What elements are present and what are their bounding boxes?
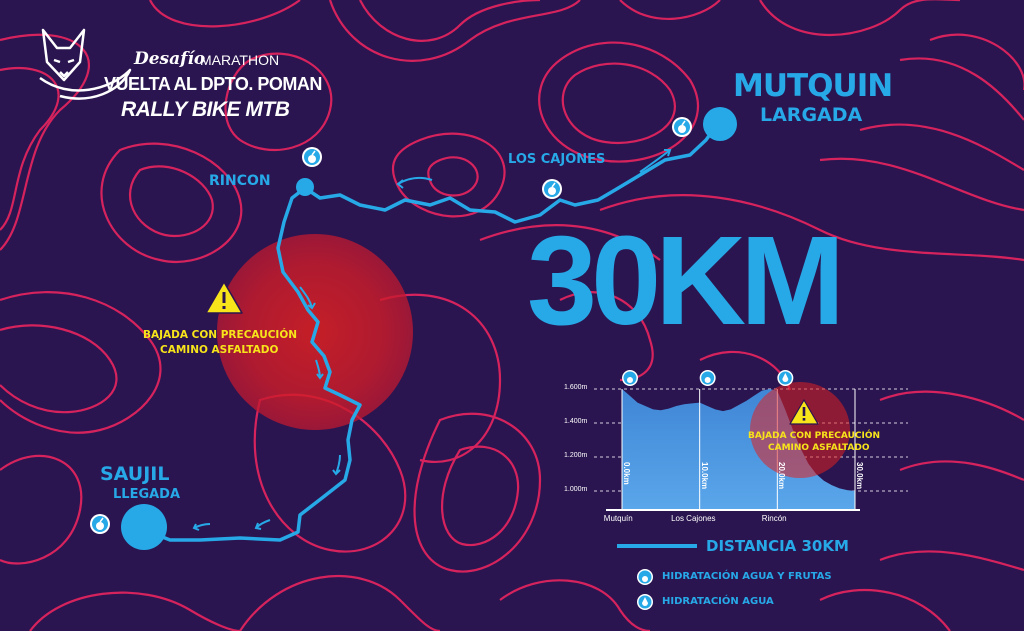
water-stop-icon [777,370,794,386]
rincon-point [296,178,314,196]
start-name: MUTQUIN [733,68,893,104]
start-point [703,107,737,141]
y-tick-label: 1.400m [564,418,588,425]
km-label: 20.0km [777,462,787,490]
fruit-stop-icon [699,370,716,386]
brand-event-name: RALLY BIKE MTB [121,98,290,121]
place-label: Rincón [761,514,787,523]
hydration-fruit-icon [542,179,562,199]
elevation-stop-icons [622,370,794,386]
km-label: 0.0km [622,462,631,485]
profile-warning-icon [789,399,819,425]
elevation-area [622,389,855,509]
y-tick-label: 1.600m [564,384,588,391]
hydration-fruit-icon [302,147,322,167]
distance-headline: 30KM [527,210,845,351]
legend-distance: DISTANCIA 30KM [706,537,849,555]
y-tick-label: 1.000m [564,486,588,493]
place-label: Mutquín [603,514,633,523]
brand-desafio: Desafío [134,49,206,69]
finish-name: SAUJIL [100,463,170,485]
waypoint-rincon-label: RINCON [209,173,271,189]
brand-marathon: MARATHON [200,52,280,68]
profile-warning-line1: BAJADA CON PRECAUCIÓN [748,431,881,441]
legend-water: HIDRATACIÓN AGUA [662,596,774,607]
km-label: 30.0km [855,462,864,490]
map-warning-line2: CAMINO ASFALTADO [160,344,279,356]
elevation-markers [621,389,856,510]
hydration-fruit-icon [90,514,110,534]
legend-water-icon [637,594,653,610]
km-label: 10.0km [699,462,709,490]
place-label: Los Cajones [671,514,716,523]
warning-icon [205,281,243,314]
map-warning-line1: BAJADA CON PRECAUCIÓN [143,329,298,341]
start-label: LARGADA [760,104,863,126]
finish-label: LLEGADA [113,487,181,502]
elevation-chart [594,370,908,511]
legend-water-fruit: HIDRATACIÓN AGUA Y FRUTAS [662,571,832,582]
route-path [138,124,718,542]
fox-logo [39,28,132,100]
y-tick-label: 1.200m [564,452,588,459]
brand-subtitle: VUELTA AL DPTO. POMAN [104,74,322,94]
profile-danger-zone [750,382,850,478]
direction-arrows [192,149,672,531]
finish-point [121,504,167,550]
waypoint-cajones-label: LOS CAJONES [508,152,606,167]
profile-warning-line2: CAMINO ASFALTADO [768,443,870,453]
fruit-stop-icon [622,370,638,386]
hydration-fruit-icon [672,117,692,137]
legend-fruit-icon [637,569,653,585]
